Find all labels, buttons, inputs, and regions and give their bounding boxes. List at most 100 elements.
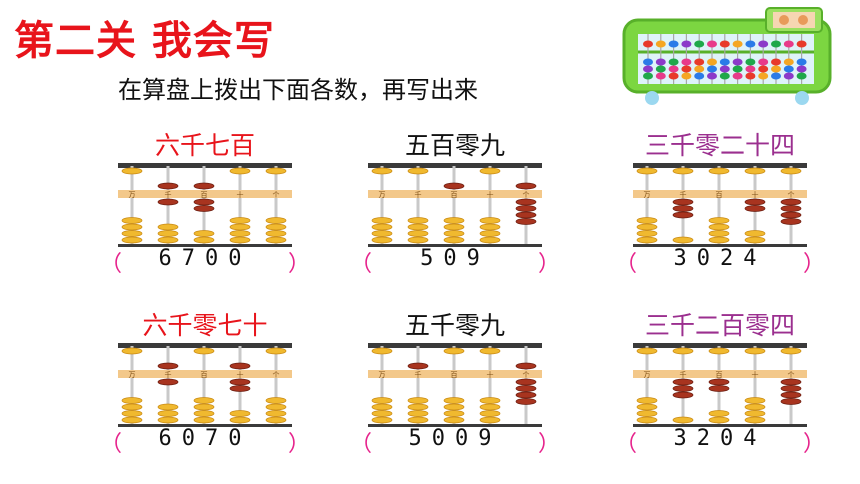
problem-panel-2: 五百零九 万千百十个 （ 509 ） — [350, 126, 560, 277]
abacus-bead — [672, 378, 694, 386]
place-label: 万 — [379, 371, 386, 379]
abacus-bead — [672, 347, 694, 355]
abacus-bead — [265, 397, 287, 404]
toy-bead — [745, 65, 756, 73]
abacus-bead — [443, 182, 465, 190]
abacus-bead — [443, 416, 465, 424]
place-label: 十 — [487, 370, 494, 379]
abacus-bead — [443, 397, 465, 404]
problem-panel-5: 五千零九 万千百十个 （ 5009 ） — [350, 306, 560, 457]
abacus-bead — [121, 403, 143, 411]
toy-bead — [758, 65, 769, 73]
place-label: 万 — [644, 191, 651, 199]
abacus-bead — [229, 223, 251, 231]
place-label: 万 — [129, 371, 136, 379]
abacus-bead — [371, 416, 393, 424]
place-label: 十 — [237, 370, 244, 379]
abacus-bead — [780, 347, 802, 355]
toy-bead — [783, 72, 794, 80]
abacus-bead — [407, 217, 429, 224]
abacus-bead — [157, 410, 179, 417]
abacus-bead — [780, 218, 802, 225]
toy-bead — [707, 65, 717, 73]
toy-bead — [707, 58, 717, 66]
place-label: 十 — [487, 190, 494, 199]
abacus-bead — [157, 236, 179, 244]
abacus-bead — [744, 167, 766, 175]
abacus-bead — [780, 211, 802, 219]
toy-bead — [771, 40, 781, 48]
abacus-bead — [121, 217, 143, 224]
toy-bead — [643, 40, 653, 48]
open-paren: （ — [100, 432, 123, 457]
place-label: 百 — [716, 191, 723, 199]
close-paren: ） — [537, 252, 560, 277]
abacus-bead — [443, 410, 465, 417]
toy-bead — [771, 58, 781, 66]
abacus-bead — [515, 205, 537, 212]
toy-bead — [745, 72, 756, 80]
toy-bead — [668, 65, 679, 73]
toy-bead — [758, 58, 769, 66]
abacus-bead — [515, 211, 537, 219]
abacus-bead — [744, 403, 766, 411]
place-label: 百 — [451, 191, 458, 199]
abacus-bead — [515, 182, 537, 190]
abacus-bead — [193, 205, 215, 212]
abacus-bead — [479, 410, 501, 417]
abacus-bead — [443, 217, 465, 224]
abacus-bead — [443, 223, 465, 231]
toy-bead — [796, 72, 807, 80]
abacus-bead — [636, 397, 658, 404]
problem-5-value: 5009 — [408, 426, 502, 451]
abacus-bead — [479, 347, 501, 355]
abacus-bead — [407, 416, 429, 424]
toy-bead — [655, 65, 666, 73]
abacus-bead — [443, 403, 465, 411]
abacus-bead — [744, 410, 766, 417]
abacus-bead — [371, 230, 393, 237]
toy-bead — [758, 40, 769, 48]
toy-abacus-train-image — [622, 7, 832, 105]
abacus-bead — [157, 416, 179, 424]
problem-2-value: 509 — [420, 246, 490, 271]
toy-bead — [783, 40, 794, 48]
place-label: 万 — [379, 191, 386, 199]
problem-panel-1: 六千七百 万千百十个 （ 6700 ） — [100, 126, 310, 277]
abacus-bead — [672, 416, 694, 424]
open-paren: （ — [615, 252, 638, 277]
abacus-bead — [407, 223, 429, 231]
toy-bead — [796, 58, 807, 66]
problem-panel-4: 六千零七十 万千百十个 （ 6070 ） — [100, 306, 310, 457]
abacus-bead — [636, 410, 658, 417]
toy-bead — [668, 58, 679, 66]
abacus-bead — [780, 398, 802, 405]
abacus-bead — [229, 385, 251, 392]
place-label: 个 — [788, 371, 795, 379]
abacus-bead — [636, 236, 658, 244]
problem-6-value: 3204 — [673, 426, 767, 451]
abacus-bead — [229, 230, 251, 237]
instruction-text: 在算盘上拨出下面各数，再写出来 — [118, 76, 478, 104]
problem-4-value: 6070 — [158, 426, 252, 451]
abacus-bead — [744, 347, 766, 355]
abacus-bead — [265, 217, 287, 224]
open-paren: （ — [350, 252, 373, 277]
page-title: 第二关 我会写 — [14, 18, 275, 64]
abacus-bead — [265, 223, 287, 231]
abacus-bead — [121, 347, 143, 355]
abacus-bead — [265, 167, 287, 175]
problem-3-answer: （ 3024 ） — [615, 246, 825, 277]
place-label: 个 — [273, 191, 280, 199]
abacus-bead — [515, 198, 537, 206]
toy-bead — [643, 65, 653, 73]
abacus-bead — [193, 403, 215, 411]
abacus-bead — [479, 416, 501, 424]
place-label: 万 — [129, 191, 136, 199]
abacus-bead — [479, 223, 501, 231]
toy-bead — [707, 72, 717, 80]
problem-panel-3: 三千零二十四 万千百十个 （ 3024 ） — [615, 126, 825, 277]
abacus-5: 万千百十个 — [368, 343, 542, 427]
abacus-bead — [744, 397, 766, 404]
place-label: 千 — [165, 370, 172, 379]
